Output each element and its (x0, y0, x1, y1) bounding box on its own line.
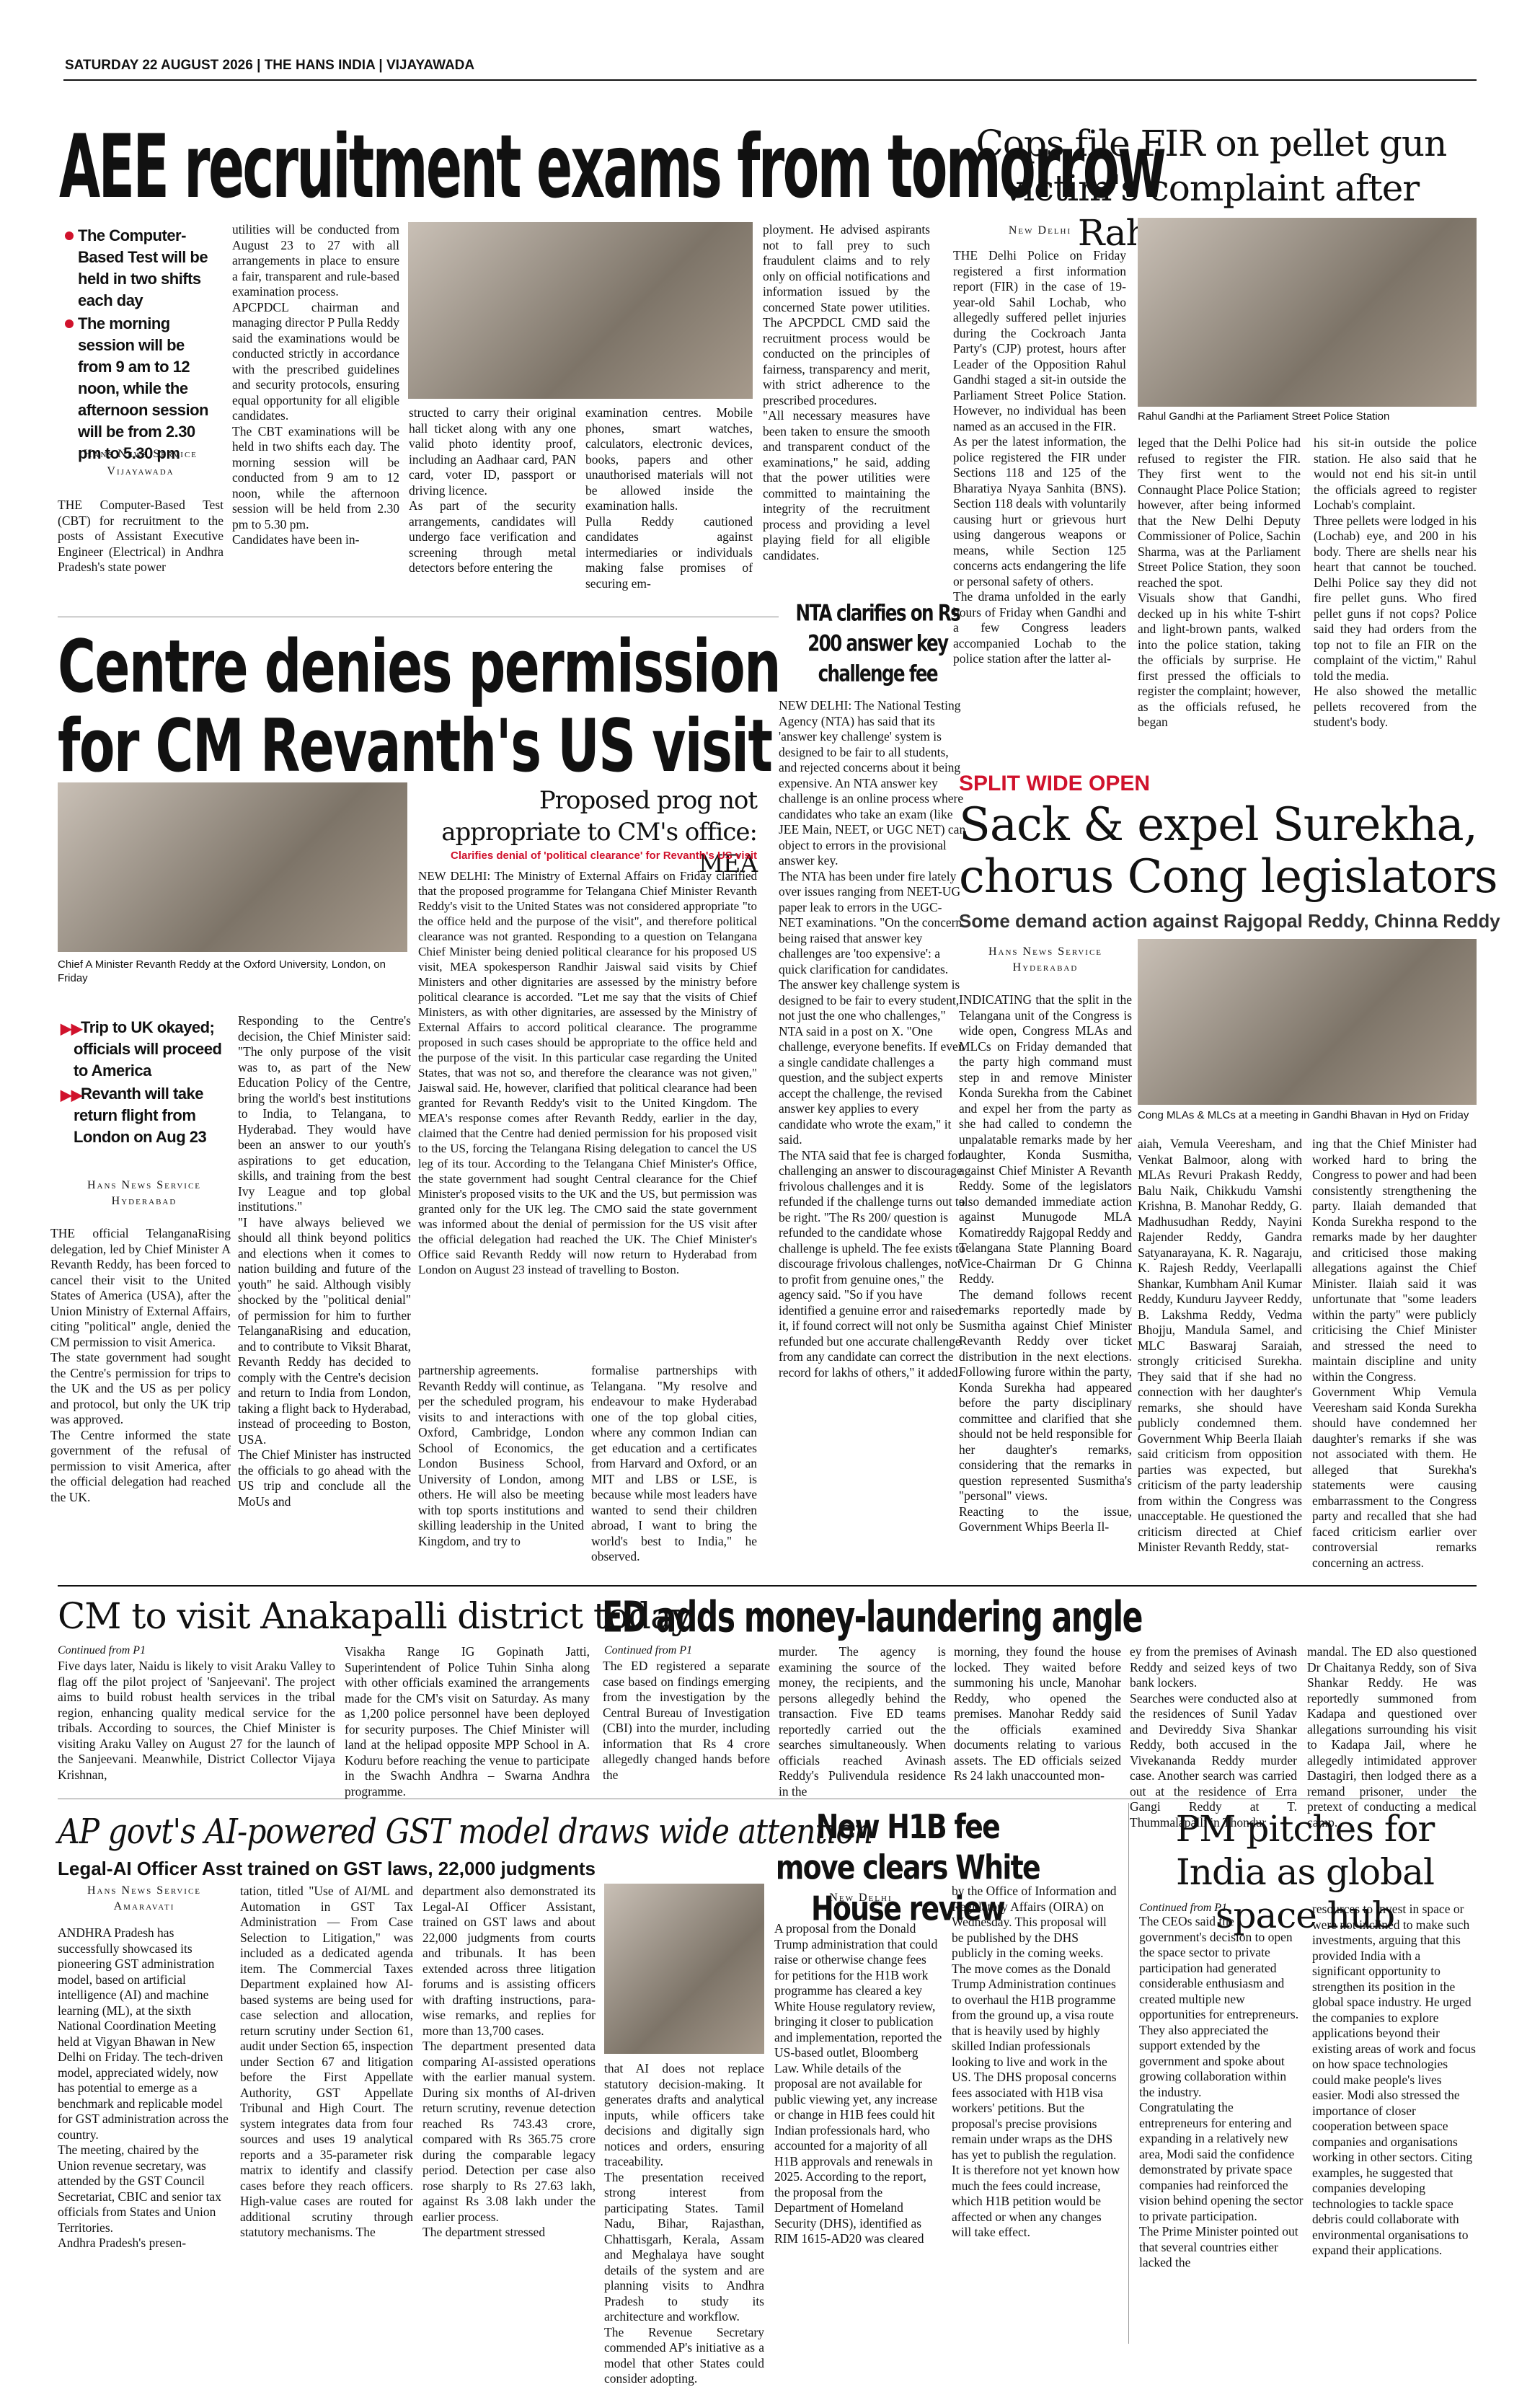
cm-col-2: Visakha Range IG Gopinath Jatti, Superin… (345, 1644, 590, 1799)
fir-photo (1138, 218, 1477, 407)
divider-vertical (1128, 1803, 1129, 2344)
aee-bullets: The Computer-Based Test will be held in … (65, 225, 220, 466)
aee-col-1: THE Computer-Based Test (CBT) for recrui… (58, 498, 224, 574)
gst-sub: Legal-AI Officer Asst trained on GST law… (58, 1858, 596, 1879)
centre-deck: Proposed prog not appropriate to CM's of… (441, 786, 758, 878)
surekha-byline: Hans News Service (988, 945, 1103, 958)
centre-kicker: Clarifies denial of 'political clearance… (450, 850, 757, 862)
centre-headline-1: Centre denies permission (58, 624, 782, 710)
surekha-col-1: INDICATING that the split in the Telanga… (959, 992, 1132, 1534)
centre-bullet-1: ▶▶Trip to UK okayed; officials will proc… (61, 1018, 222, 1080)
h1b-col-2: by the Office of Information and Regulat… (952, 1884, 1120, 2239)
gst-col-1: ANDHRA Pradesh has successfully showcase… (58, 1925, 229, 2250)
ed-col-5: mandal. The ED also questioned Dr Chaita… (1307, 1644, 1477, 1830)
h1b-headline: New H1B fee move clears White House revi… (775, 1808, 1041, 1928)
surekha-caption: Cong MLAs & MLCs at a meeting in Gandhi … (1138, 1109, 1469, 1121)
ed-col-3: morning, they found the house locked. Th… (954, 1644, 1121, 1783)
centre-dateline: Hyderabad (111, 1195, 177, 1207)
ed-col-1: The ED registered a separate case based … (603, 1659, 770, 1782)
surekha-dateline: Hyderabad (1012, 961, 1079, 974)
gst-dateline: Amaravati (113, 1900, 175, 1912)
centre-photo (58, 782, 407, 952)
fir-dateline: New Delhi (1008, 224, 1072, 237)
cm-continued: Continued from P1 (58, 1644, 146, 1656)
gst-col-2: tation, titled "Use of AI/ML and Automat… (240, 1884, 413, 2239)
aee-col-4: examination centres. Mobile phones, smar… (585, 405, 753, 591)
nta-headline: NTA clarifies on Rs 200 answer key chall… (795, 600, 960, 687)
aee-bullet-2: The morning session will be from 9 am to… (65, 313, 220, 464)
centre-bullets: ▶▶Trip to UK okayed; officials will proc… (61, 1017, 230, 1150)
pm-col-2: resources to invest in space or were not… (1312, 1902, 1476, 2257)
centre-col-3: partnership agreements. Revanth Reddy wi… (418, 1363, 584, 1548)
surekha-kicker: SPLIT WIDE OPEN (959, 772, 1151, 795)
aee-dateline: Vijayawada (107, 465, 174, 477)
fir-col-2: leged that the Delhi Police had refused … (1138, 436, 1301, 729)
gst-photo (604, 1884, 764, 2054)
gst-byline: Hans News Service (87, 1884, 202, 1897)
centre-col-1: THE official TelanganaRising delegation,… (50, 1226, 231, 1504)
gst-headline: AP govt's AI-powered GST model draws wid… (58, 1812, 873, 1852)
h1b-dateline: New Delhi (829, 1892, 893, 1904)
divider-mid (58, 1585, 1477, 1587)
pm-headline: PM pitches for India as global space hub (1175, 1808, 1435, 1936)
aee-byline: Hans News Service (83, 448, 198, 460)
fir-col-3: his sit-in outside the police station. H… (1314, 436, 1477, 729)
arrow-icon: ▶▶ (61, 1021, 82, 1037)
centre-col-2: Responding to the Centre's decision, the… (238, 1013, 411, 1509)
bullet-dot-icon (65, 319, 74, 328)
centre-col-4: formalise partnerships with Telangana. "… (591, 1363, 757, 1563)
aee-photo (408, 222, 753, 399)
ed-continued: Continued from P1 (604, 1644, 693, 1656)
aee-headline: AEE recruitment exams from tomorrow (59, 115, 1167, 218)
aee-col-3: structed to carry their original hall ti… (409, 405, 576, 575)
h1b-col-1: A proposal from the Donald Trump adminis… (774, 1921, 942, 2246)
gst-col-3: department also demonstrated its Legal-A… (422, 1884, 596, 2239)
gst-col-4: that AI does not replace statutory decis… (604, 2061, 764, 2386)
surekha-col-3: ing that the Chief Minister had worked h… (1312, 1137, 1477, 1570)
surekha-headline-2: chorus Cong legislators (959, 850, 1498, 904)
centre-headline-2: for CM Revanth's US visit (58, 703, 773, 789)
pm-continued: Continued from P1 (1139, 1902, 1228, 1914)
centre-mea: NEW DELHI: The Ministry of External Affa… (418, 869, 757, 1276)
surekha-photo (1138, 939, 1477, 1105)
pm-col-1: The CEOs said the government's decision … (1139, 1914, 1304, 2269)
surekha-headline-1: Sack & expel Surekha, (959, 798, 1478, 852)
fir-col-1: THE Delhi Police on Friday registered a … (953, 248, 1126, 666)
bullet-dot-icon (65, 231, 74, 240)
centre-caption: Chief A Minister Revanth Reddy at the Ox… (58, 958, 386, 984)
arrow-icon: ▶▶ (61, 1087, 82, 1103)
aee-col-2: utilities will be conducted from August … (232, 222, 399, 547)
fir-caption: Rahul Gandhi at the Parliament Street Po… (1138, 410, 1390, 423)
cm-headline: CM to visit Anakapalli district today (58, 1595, 691, 1637)
centre-bullet-2: ▶▶Revanth will take return flight from L… (61, 1085, 207, 1146)
surekha-sub: Some demand action against Rajgopal Redd… (959, 910, 1500, 932)
ed-headline: ED adds money-laundering angle (602, 1592, 1143, 1643)
masthead-rule (63, 79, 1477, 81)
surekha-col-2: aiah, Vemula Veeresham, and Venkat Balmo… (1138, 1137, 1302, 1554)
aee-bullet-1: The Computer-Based Test will be held in … (65, 225, 220, 312)
ed-col-4: ey from the premises of Avinash Reddy an… (1130, 1644, 1297, 1830)
aee-col-5: ployment. He advised aspirants not to fa… (763, 222, 930, 562)
masthead: SATURDAY 22 AUGUST 2026 | THE HANS INDIA… (65, 58, 475, 73)
ed-col-2: murder. The agency is examining the sour… (779, 1644, 946, 1799)
nta-col: NEW DELHI: The National Testing Agency (… (779, 698, 966, 1380)
centre-byline: Hans News Service (87, 1179, 202, 1191)
cm-col-1: Five days later, Naidu is likely to visi… (58, 1659, 335, 1782)
